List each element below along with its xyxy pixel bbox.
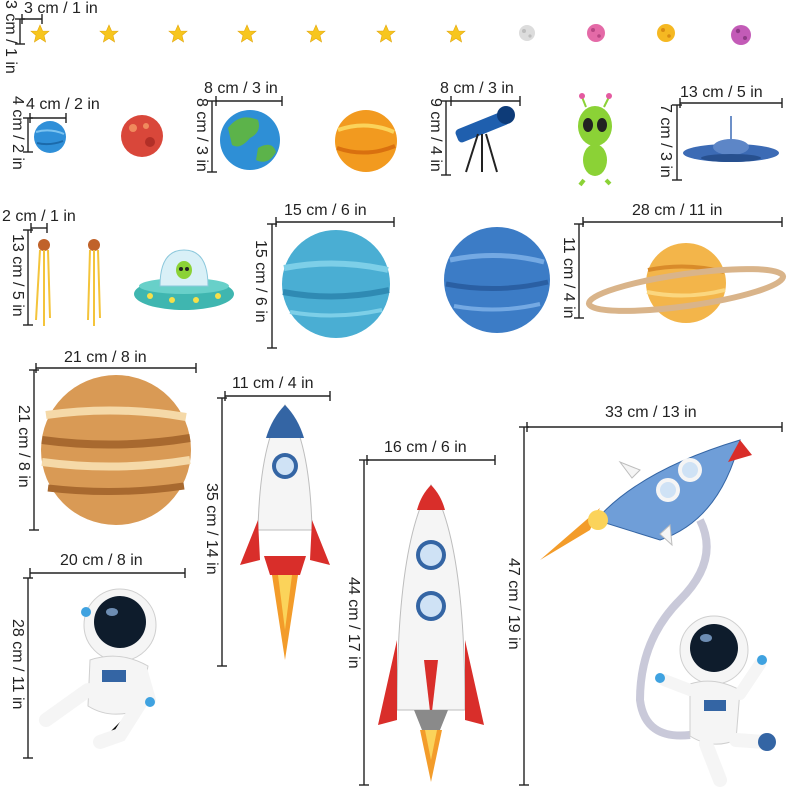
- star-width-label: 3 cm / 1 in: [24, 0, 98, 17]
- comet-icon: [35, 239, 51, 326]
- rocket-astronaut-width-label: 33 cm / 13 in: [605, 404, 697, 421]
- telescope-icon: [455, 106, 515, 173]
- rocket-small-width-label: 11 cm / 4 in: [232, 375, 314, 392]
- mercury-blue-icon: [34, 121, 66, 153]
- ufo-width-label: 13 cm / 5 in: [680, 84, 763, 101]
- mars-icon: [121, 115, 163, 157]
- star-icon: [446, 24, 466, 43]
- comet-icon: [87, 239, 101, 326]
- rocket-mid-width-label: 16 cm / 6 in: [384, 439, 467, 456]
- asteroid-orange-icon: [657, 24, 675, 42]
- orange-planet-icon: [335, 110, 397, 172]
- star-icon: [237, 24, 257, 43]
- astronaut-icon: [39, 588, 157, 749]
- neptune-icon: [282, 230, 390, 338]
- astronaut-width-label: 20 cm / 8 in: [60, 552, 143, 569]
- star-icon: [168, 24, 188, 43]
- saturn-icon: [585, 243, 787, 323]
- jupiter-icon: [41, 375, 191, 525]
- small-planet-width-label: 4 cm / 2 in: [26, 96, 100, 113]
- asteroid-grey-icon: [519, 25, 535, 41]
- telescope-width-label: 8 cm / 3 in: [440, 80, 514, 97]
- asteroid-pink-icon: [587, 24, 605, 42]
- flying-saucer-icon: [683, 116, 779, 162]
- comet-width-label: 2 cm / 1 in: [2, 208, 76, 225]
- alien-icon: [578, 93, 612, 187]
- star-icon: [30, 24, 50, 43]
- asteroid-purple-icon: [731, 25, 751, 45]
- star-icon: [99, 24, 119, 43]
- uranus-icon: [444, 227, 550, 333]
- rocket-astronaut-icon: [540, 439, 776, 787]
- saturn-width-label: 28 cm / 11 in: [632, 202, 723, 219]
- earth-icon: [220, 110, 280, 170]
- rocket-small-icon: [240, 404, 330, 660]
- rocket-mid-icon: [378, 484, 484, 782]
- jupiter-width-label: 21 cm / 8 in: [64, 349, 147, 366]
- alien-ufo-icon: [134, 249, 234, 310]
- neptune-width-label: 15 cm / 6 in: [284, 202, 367, 219]
- star-icon: [376, 24, 396, 43]
- earth-width-label: 8 cm / 3 in: [204, 80, 278, 97]
- star-icon: [306, 24, 326, 43]
